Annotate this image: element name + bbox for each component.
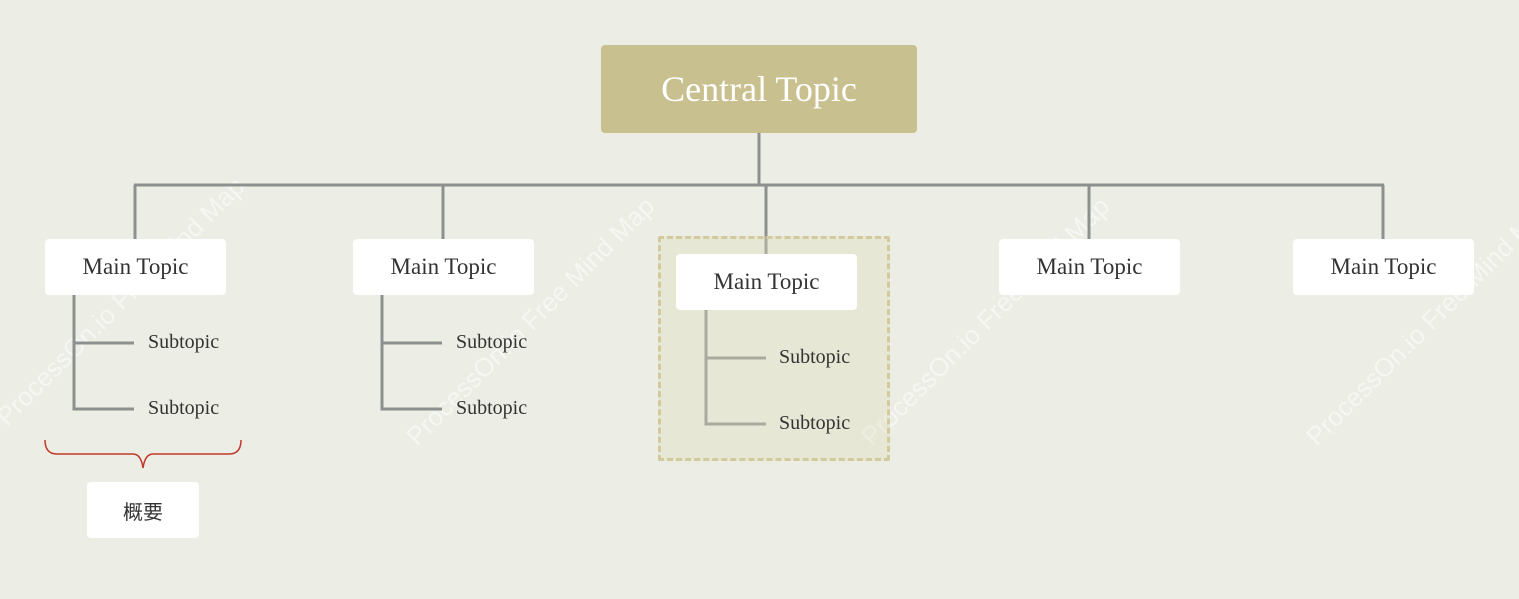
subtopic[interactable]: Subtopic xyxy=(779,412,851,434)
summary-node[interactable]: 概要 xyxy=(87,482,199,538)
summary-brace xyxy=(44,439,242,469)
central-topic[interactable]: Central Topic xyxy=(601,45,917,133)
subtopic[interactable]: Subtopic xyxy=(148,397,220,419)
subtopic[interactable]: Subtopic xyxy=(148,331,220,353)
subtopic-connector-1 xyxy=(72,295,134,411)
main-topic-2[interactable]: Main Topic xyxy=(353,239,534,295)
main-topic-1[interactable]: Main Topic xyxy=(45,239,226,295)
main-topic-5[interactable]: Main Topic xyxy=(1293,239,1474,295)
subtopic-connector-2 xyxy=(380,295,442,411)
connectors xyxy=(72,133,1385,426)
subtopic[interactable]: Subtopic xyxy=(456,331,528,353)
main-topic-4[interactable]: Main Topic xyxy=(999,239,1180,295)
subtopic[interactable]: Subtopic xyxy=(779,346,851,368)
main-topic-3[interactable]: Main Topic xyxy=(676,254,857,310)
subtopic[interactable]: Subtopic xyxy=(456,397,528,419)
subtopic-connector-3 xyxy=(704,310,766,426)
